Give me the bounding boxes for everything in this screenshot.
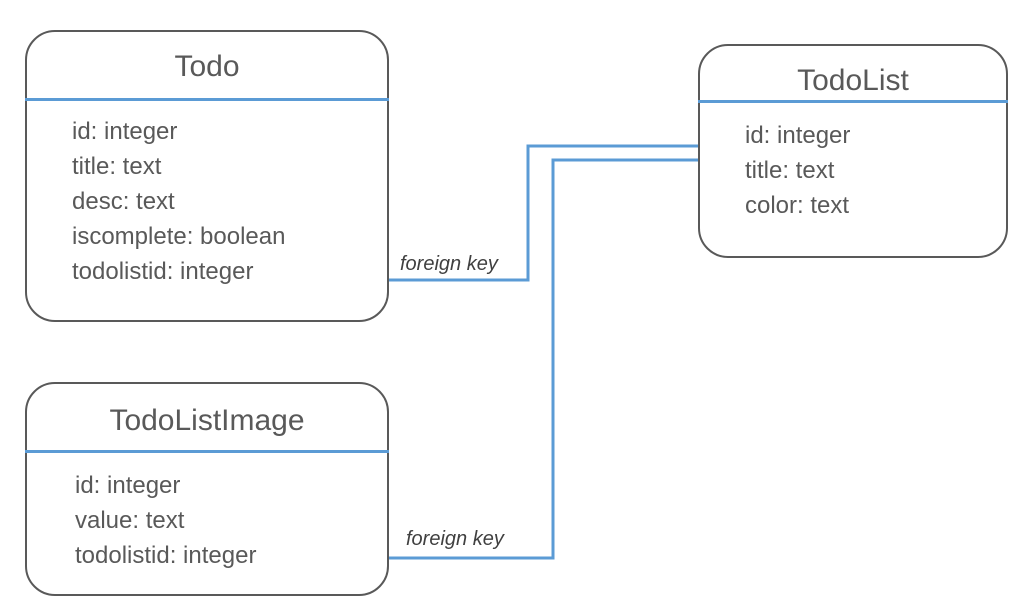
- entity-todolistimage-attributes: id: integer value: text todolistid: inte…: [75, 468, 256, 573]
- entity-todo[interactable]: Todo id: integer title: text desc: text …: [25, 30, 389, 322]
- connector-todolistimage-to-todolist: [329, 148, 734, 560]
- attribute-row: todolistid: integer: [75, 542, 257, 569]
- entity-todolistimage[interactable]: TodoListImage id: integer value: text to…: [25, 382, 389, 596]
- entity-todolist-title: TodoList: [797, 64, 909, 97]
- edge-label-foreign-key-todo: foreign key: [396, 252, 502, 276]
- attribute-row: title: text: [745, 157, 835, 184]
- attribute-row: color: text: [745, 192, 850, 219]
- attribute-row: id: integer: [745, 122, 851, 149]
- entity-todo-attributes: id: integer title: text desc: text iscom…: [72, 114, 285, 289]
- attribute-row: desc: text: [72, 188, 175, 215]
- entity-todolistimage-divider: [25, 450, 389, 453]
- entity-todolist-attributes: id: integer title: text color: text: [745, 118, 850, 223]
- attribute-row: id: integer: [75, 472, 181, 499]
- entity-todolist[interactable]: TodoList id: integer title: text color: …: [698, 44, 1008, 258]
- entity-todo-title: Todo: [174, 50, 240, 83]
- edge-label-foreign-key-todolistimage: foreign key: [402, 527, 508, 551]
- attribute-row: iscomplete: boolean: [72, 223, 286, 250]
- entity-todo-divider: [25, 98, 389, 101]
- attribute-row: title: text: [72, 153, 162, 180]
- entity-todolistimage-title: TodoListImage: [109, 404, 305, 437]
- attribute-row: value: text: [75, 507, 185, 534]
- attribute-row: id: integer: [72, 118, 178, 145]
- attribute-row: todolistid: integer: [72, 258, 254, 285]
- entity-todolist-divider: [698, 100, 1008, 103]
